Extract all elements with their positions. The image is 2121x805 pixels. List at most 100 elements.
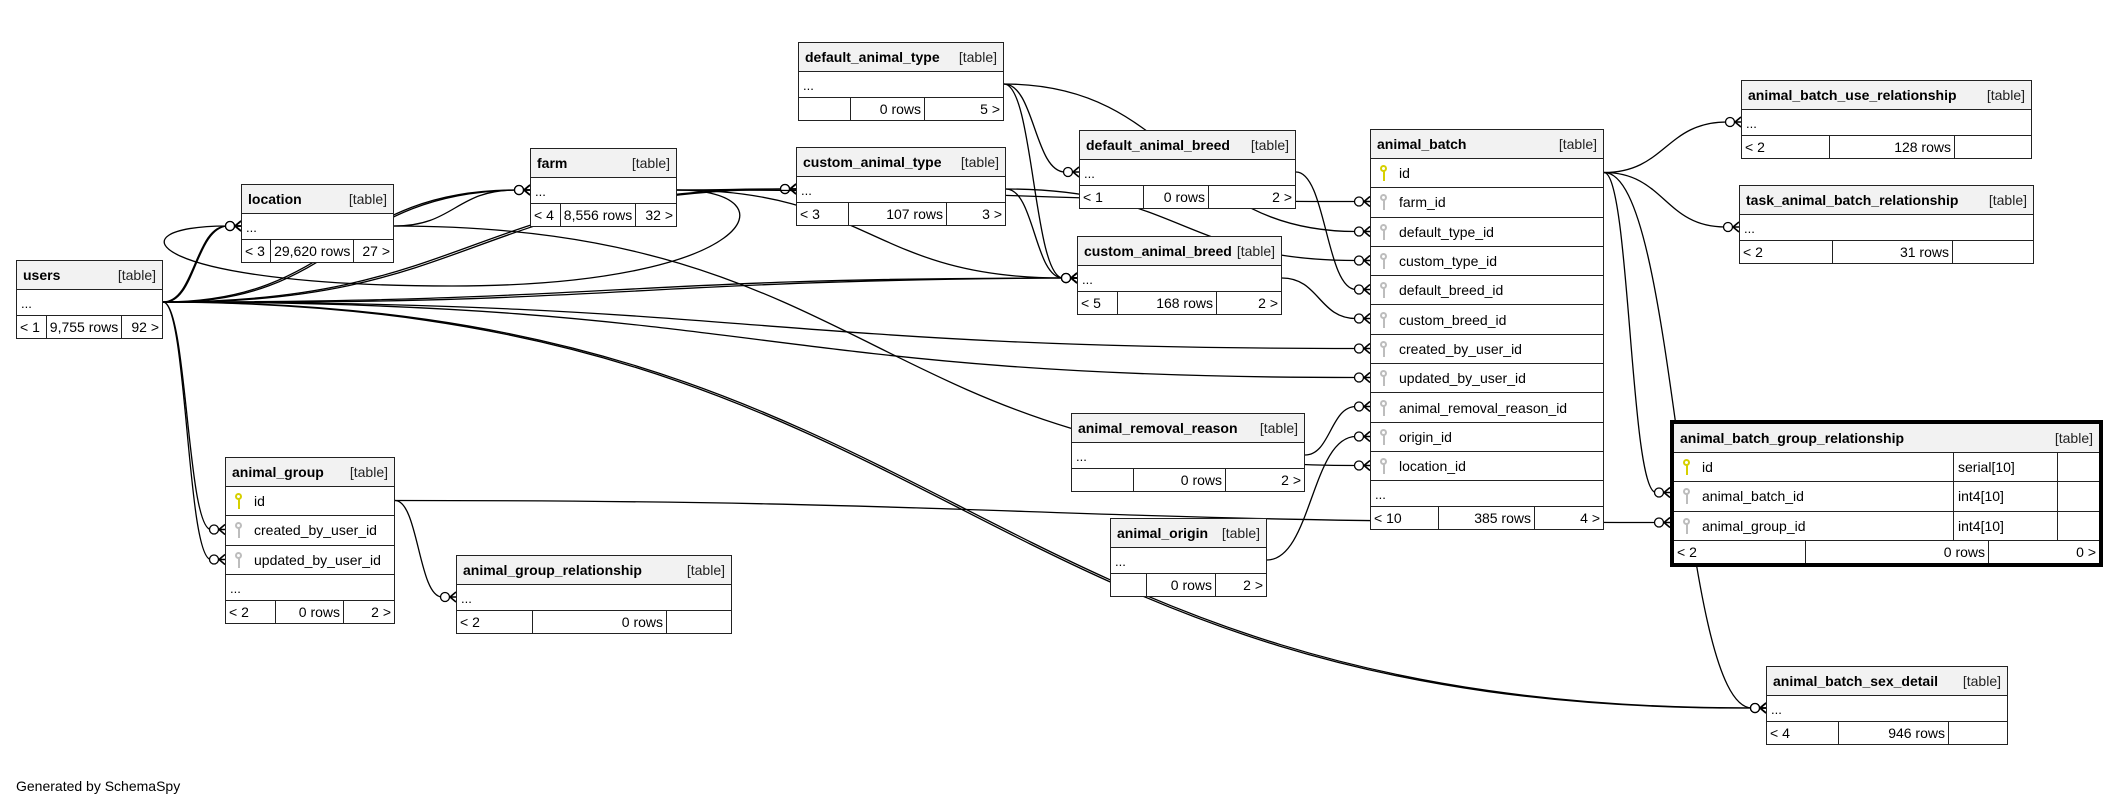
table-header[interactable]: animal_removal_reason[table] bbox=[1072, 414, 1304, 443]
relationship-line[interactable] bbox=[162, 277, 1064, 303]
table-name[interactable]: animal_origin bbox=[1117, 525, 1209, 541]
child-count[interactable] bbox=[667, 611, 731, 633]
column-cell[interactable]: animal_batch_id bbox=[1674, 482, 1953, 510]
child-count[interactable]: 4 > bbox=[1580, 510, 1600, 527]
child-count[interactable]: 27 > bbox=[362, 243, 390, 259]
column-row[interactable]: id bbox=[1371, 159, 1603, 189]
child-count[interactable]: 32 > bbox=[645, 207, 673, 223]
parent-count[interactable]: < 2 bbox=[226, 600, 276, 623]
relationship-line[interactable] bbox=[394, 499, 443, 598]
column-row[interactable]: default_type_id bbox=[1371, 218, 1603, 247]
parent-count[interactable]: < 3 bbox=[797, 203, 849, 225]
table-name[interactable]: animal_batch_group_relationship bbox=[1680, 430, 1905, 446]
more-columns-row[interactable]: ... bbox=[242, 214, 393, 240]
parent-count[interactable]: < 4 bbox=[1767, 722, 1839, 744]
column-cell[interactable]: default_type_id bbox=[1371, 218, 1603, 246]
more-columns-row[interactable]: ... bbox=[1072, 443, 1304, 469]
column-row[interactable]: farm_id bbox=[1371, 188, 1603, 218]
table-header[interactable]: default_animal_breed[table] bbox=[1080, 131, 1295, 160]
child-count[interactable]: 3 > bbox=[982, 206, 1002, 222]
relationship-line[interactable] bbox=[1304, 405, 1357, 456]
table-header[interactable]: location[table] bbox=[242, 185, 393, 214]
parent-count[interactable]: < 10 bbox=[1371, 507, 1439, 530]
column-cell[interactable]: default_breed_id bbox=[1371, 276, 1603, 304]
column-row[interactable]: custom_breed_id bbox=[1371, 305, 1603, 335]
relationship-line[interactable] bbox=[393, 189, 517, 227]
table-name[interactable]: animal_batch_use_relationship bbox=[1748, 87, 1957, 103]
relationship-line[interactable] bbox=[162, 225, 228, 303]
column-cell[interactable]: created_by_user_id bbox=[1371, 335, 1603, 363]
relationship-line[interactable] bbox=[1003, 83, 1066, 173]
relationship-line[interactable] bbox=[162, 277, 1064, 303]
table-header[interactable]: animal_group[table] bbox=[226, 458, 394, 487]
column-row[interactable]: id bbox=[226, 487, 394, 517]
table-header[interactable]: users[table] bbox=[17, 261, 162, 290]
relationship-line[interactable] bbox=[1003, 83, 1064, 279]
parent-count[interactable]: < 3 bbox=[242, 240, 272, 262]
column-cell[interactable]: origin_id bbox=[1371, 423, 1603, 451]
table-header[interactable]: animal_batch_group_relationship[table] bbox=[1674, 424, 2099, 453]
child-count[interactable]: 2 > bbox=[1272, 189, 1292, 205]
more-columns-row[interactable]: ... bbox=[1078, 266, 1281, 292]
parent-count[interactable]: < 1 bbox=[1080, 186, 1144, 208]
parent-count[interactable]: < 2 bbox=[1674, 540, 1806, 563]
parent-count[interactable]: < 2 bbox=[457, 611, 533, 633]
relationship-line[interactable] bbox=[162, 301, 212, 561]
table-header[interactable]: default_animal_type[table] bbox=[799, 43, 1003, 72]
relationship-line[interactable] bbox=[1005, 188, 1064, 279]
parent-count[interactable]: < 2 bbox=[1740, 241, 1833, 263]
table-header[interactable]: custom_animal_type[table] bbox=[797, 148, 1005, 177]
column-cell[interactable]: custom_type_id bbox=[1371, 247, 1603, 275]
more-columns-row[interactable]: ... bbox=[1371, 481, 1603, 508]
relationship-line[interactable] bbox=[676, 189, 1064, 279]
parent-count[interactable] bbox=[799, 98, 851, 120]
column-row[interactable]: created_by_user_id bbox=[226, 516, 394, 546]
more-columns-row[interactable]: ... bbox=[531, 178, 676, 204]
relationship-line[interactable] bbox=[1603, 171, 1726, 228]
child-count[interactable]: 92 > bbox=[131, 319, 159, 335]
more-columns-row[interactable]: ... bbox=[1767, 696, 2007, 722]
table-header[interactable]: custom_animal_breed[table] bbox=[1078, 237, 1281, 266]
child-count[interactable]: 0 > bbox=[2076, 543, 2096, 560]
column-cell[interactable]: created_by_user_id bbox=[226, 516, 394, 544]
column-row[interactable]: origin_id bbox=[1371, 423, 1603, 452]
parent-count[interactable]: < 1 bbox=[17, 316, 47, 338]
relationship-line[interactable] bbox=[1603, 171, 1657, 494]
column-row[interactable]: updated_by_user_id bbox=[226, 546, 394, 575]
table-name[interactable]: default_animal_breed bbox=[1086, 137, 1230, 153]
table-name[interactable]: animal_batch_sex_detail bbox=[1773, 673, 1938, 689]
table-animal-batch-group-relationship[interactable]: animal_batch_group_relationship[table]id… bbox=[1670, 420, 2103, 567]
child-count[interactable]: 2 > bbox=[1281, 472, 1301, 488]
column-cell[interactable]: custom_breed_id bbox=[1371, 305, 1603, 333]
column-row[interactable]: default_breed_id bbox=[1371, 276, 1603, 306]
table-name[interactable]: default_animal_type bbox=[805, 49, 940, 65]
table-header[interactable]: animal_origin[table] bbox=[1111, 519, 1266, 548]
column-cell[interactable]: location_id bbox=[1371, 452, 1603, 480]
child-count[interactable]: 2 > bbox=[1258, 295, 1278, 311]
child-count[interactable]: 5 > bbox=[980, 101, 1000, 117]
more-columns-row[interactable]: ... bbox=[797, 177, 1005, 203]
child-count[interactable]: 2 > bbox=[1243, 577, 1263, 593]
table-name[interactable]: animal_group_relationship bbox=[463, 562, 642, 578]
relationship-line[interactable] bbox=[162, 301, 212, 531]
more-columns-row[interactable]: ... bbox=[1111, 548, 1266, 574]
column-cell[interactable]: animal_removal_reason_id bbox=[1371, 393, 1603, 421]
table-header[interactable]: animal_group_relationship[table] bbox=[457, 556, 731, 585]
parent-count[interactable] bbox=[1072, 469, 1134, 491]
column-cell[interactable]: updated_by_user_id bbox=[226, 546, 394, 574]
table-name[interactable]: animal_batch bbox=[1377, 136, 1467, 152]
column-row[interactable]: animal_removal_reason_id bbox=[1371, 393, 1603, 423]
relationship-line[interactable] bbox=[1281, 277, 1357, 320]
child-count[interactable] bbox=[1955, 136, 2031, 158]
table-header[interactable]: animal_batch_use_relationship[table] bbox=[1742, 81, 2031, 110]
